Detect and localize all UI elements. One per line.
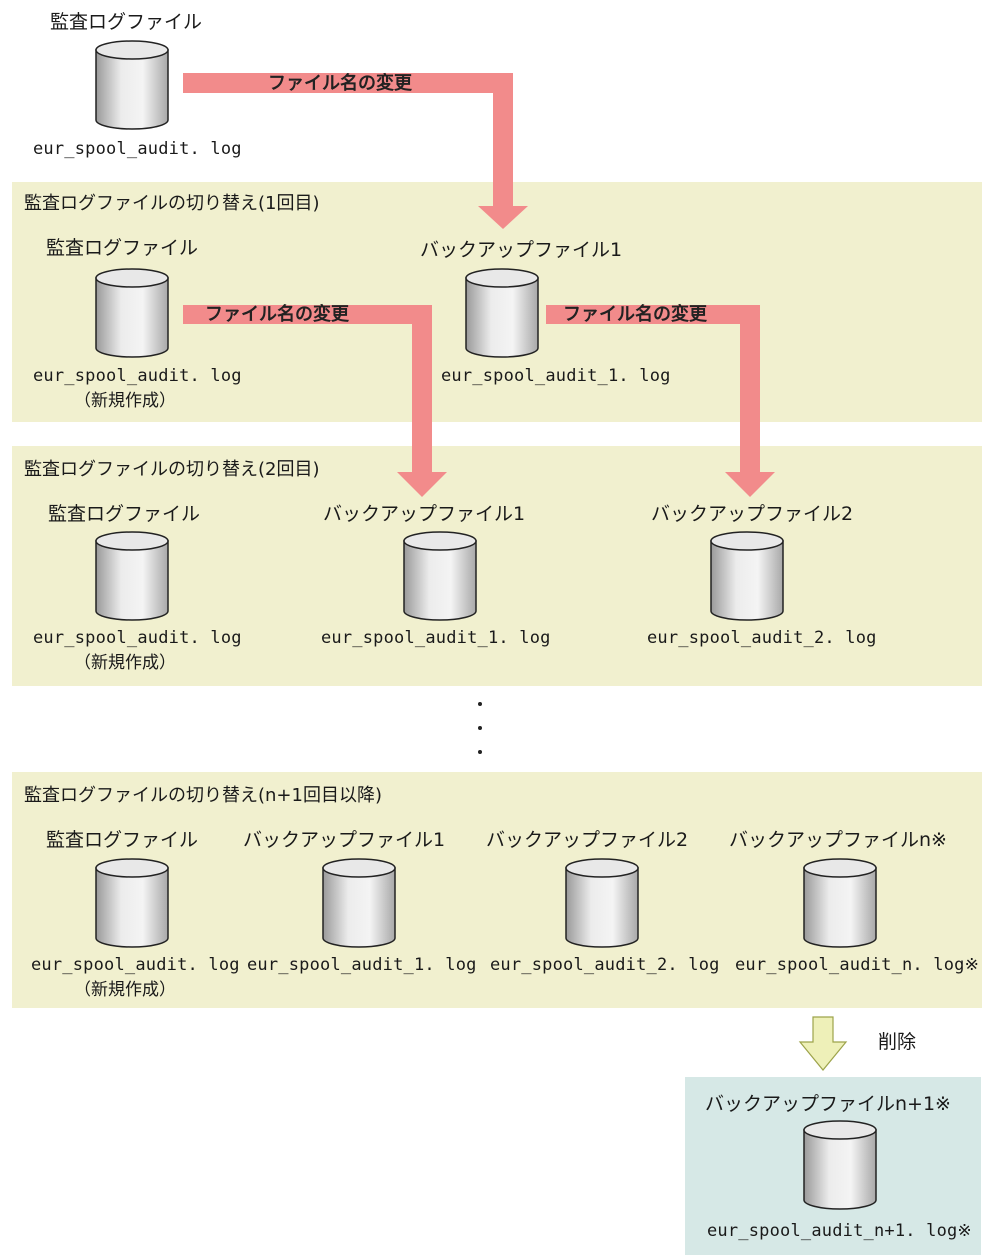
stage3-backup1-label: バックアップファイル1 <box>243 829 446 851</box>
stage2-audit-file: eur_spool_audit. log <box>33 628 242 648</box>
stage3-backup2-label: バックアップファイル2 <box>486 829 689 851</box>
stage1-audit-label: 監査ログファイル <box>46 237 199 259</box>
deleted-backup-label: バックアップファイルn+1※ <box>705 1093 951 1115</box>
stage3-backupn-label: バックアップファイルn※ <box>729 829 947 851</box>
stage3-audit-label: 監査ログファイル <box>46 829 199 851</box>
stage2-title: 監査ログファイルの切り替え(2回目) <box>24 459 320 480</box>
stage2-audit-label: 監査ログファイル <box>48 503 201 525</box>
delete-label: 削除 <box>878 1031 917 1053</box>
stage1-new-note: （新規作成） <box>74 391 176 411</box>
stage1-backup1-label: バックアップファイル1 <box>420 239 623 261</box>
stage2-backup1-file: eur_spool_audit_1. log <box>321 628 551 648</box>
delete-arrow <box>798 1016 848 1071</box>
stage3-backupn-file: eur_spool_audit_n. log※ <box>735 955 980 975</box>
stage2-new-note: （新規作成） <box>74 653 176 673</box>
stage3-title: 監査ログファイルの切り替え(n+1回目以降) <box>24 785 382 806</box>
rename-label-stage1-left: ファイル名の変更 <box>205 304 349 325</box>
top-audit-label: 監査ログファイル <box>50 11 203 33</box>
dot <box>478 726 482 730</box>
top-audit-cylinder <box>95 40 169 130</box>
stage1-backup1-file: eur_spool_audit_1. log <box>441 366 671 386</box>
stage3-backup1-file: eur_spool_audit_1. log <box>247 955 477 975</box>
rename-label-stage1-right: ファイル名の変更 <box>563 304 707 325</box>
stage2-panel <box>12 446 982 686</box>
top-audit-file: eur_spool_audit. log <box>33 139 242 159</box>
stage3-backup2-file: eur_spool_audit_2. log <box>490 955 720 975</box>
stage1-audit-file: eur_spool_audit. log <box>33 366 242 386</box>
stage3-new-note: （新規作成） <box>74 980 176 1000</box>
stage3-audit-file: eur_spool_audit. log <box>31 955 240 975</box>
stage1-title: 監査ログファイルの切り替え(1回目) <box>24 193 320 214</box>
stage2-backup2-file: eur_spool_audit_2. log <box>647 628 877 648</box>
deleted-backup-file: eur_spool_audit_n+1. log※ <box>707 1221 972 1241</box>
dot <box>478 750 482 754</box>
rename-label-top: ファイル名の変更 <box>268 73 412 94</box>
stage2-backup2-label: バックアップファイル2 <box>651 503 854 525</box>
dot <box>478 702 482 706</box>
stage2-backup1-label: バックアップファイル1 <box>323 503 526 525</box>
